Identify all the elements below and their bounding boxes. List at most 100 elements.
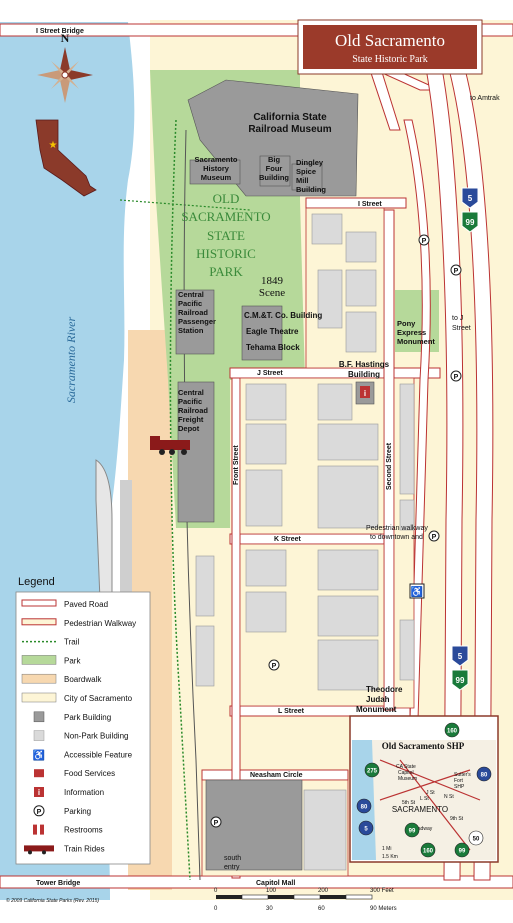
compass-label: N <box>61 31 70 45</box>
inset-shield-icon: 80 <box>476 766 492 782</box>
svg-text:i: i <box>364 389 366 398</box>
legend-label-pedestrian-walkway: Pedestrian Walkway <box>64 619 136 628</box>
inset-label: N St <box>444 794 454 800</box>
svg-text:P: P <box>422 238 427 245</box>
legend-label-parking: Parking <box>64 807 91 816</box>
svg-text:♿: ♿ <box>33 748 45 761</box>
inset-city-label: SACRAMENTO <box>392 805 448 814</box>
inset-label: Capitol <box>398 770 414 776</box>
inset-label: 1 Mi <box>382 846 391 852</box>
park-name-line-1: OLD <box>213 191 240 206</box>
big-four-label-1: Big <box>268 155 281 164</box>
inset-label: 1.5 Km <box>382 854 398 860</box>
park-name-line-4: HISTORIC <box>196 246 256 261</box>
train-icon <box>150 436 190 455</box>
non-park-building-icon <box>33 730 45 741</box>
park-name-line-2: SACRAMENTO <box>181 209 270 224</box>
svg-text:50: 50 <box>473 837 480 843</box>
i-street-bridge-label: I Street Bridge <box>36 28 84 35</box>
ped-walkway-label-1: Pedestrian walkway <box>366 525 428 532</box>
train-icon <box>24 845 54 855</box>
judah-label-3: Monument <box>356 705 397 714</box>
tehama-label: Tehama Block <box>246 343 300 352</box>
scene-year: 1849 <box>261 275 284 287</box>
big-four-label-3: Building <box>259 173 289 182</box>
freight-depot-label-1: Central <box>178 388 204 397</box>
accessible-icon <box>409 583 425 599</box>
scale-feet-label: 300 Feet <box>370 888 394 894</box>
star-icon: ★ <box>49 140 58 151</box>
tower-bridge-label: Tower Bridge <box>36 880 80 887</box>
pony-express-label-2: Express <box>397 328 426 337</box>
river-label: Sacramento River <box>64 317 78 404</box>
scale-meters-label: 0 <box>214 906 218 912</box>
svg-text:i: i <box>38 788 40 797</box>
route-99-south-shield-icon <box>451 669 469 691</box>
legend-label-accessible: Accessible Feature <box>64 750 133 759</box>
cmt-label: C.M.&T. Co. Building <box>244 311 322 320</box>
highway-shields: 5 99 5 99 <box>451 187 479 691</box>
freight-depot-label-4: Freight <box>178 415 204 424</box>
freight-depot-label-3: Railroad <box>178 406 208 415</box>
passenger-station-label-2: Pacific <box>178 299 202 308</box>
inset-label: Broadway <box>410 826 433 832</box>
south-entry-label-2: entry <box>224 864 240 871</box>
judah-label-2: Judah <box>366 695 390 704</box>
second-street-label: Second Street <box>386 442 393 490</box>
inset-label: 5th St <box>402 800 416 806</box>
park-name-line-3: STATE <box>207 228 245 243</box>
j-street-label: J Street <box>257 370 283 377</box>
city-icon <box>21 692 57 703</box>
svg-text:P: P <box>454 374 459 381</box>
legend-label-trail: Trail <box>64 638 79 647</box>
inset-shield-icon: 50 <box>468 830 484 846</box>
i-street-label: I Street <box>358 201 382 208</box>
svg-text:P: P <box>432 534 437 541</box>
california-icon <box>35 119 97 197</box>
route-99-label: 99 <box>466 218 475 227</box>
information-icon: i <box>34 787 44 797</box>
inset-shield-icon: 160 <box>444 722 460 738</box>
inset-shield-icon: 160 <box>420 842 436 858</box>
k-street-label: K Street <box>274 536 302 543</box>
to-j-street-label-2: Street <box>452 325 471 332</box>
title-main: Old Sacramento <box>335 31 445 50</box>
legend-title: Legend <box>18 576 55 588</box>
svg-text:160: 160 <box>447 729 458 735</box>
inset-shield-icon: 99 <box>404 822 420 838</box>
railroad-museum-label-2: Railroad Museum <box>248 124 331 135</box>
inset-label: Fort <box>454 778 464 784</box>
pier <box>120 480 132 600</box>
legend-label-paved-road: Paved Road <box>64 600 108 609</box>
trail <box>169 119 191 881</box>
restrooms-icon <box>33 824 44 835</box>
route-99-south-label: 99 <box>456 676 465 685</box>
hastings-label-2: Building <box>348 370 380 379</box>
passenger-station-label-4: Passenger <box>178 317 216 326</box>
svg-text:160: 160 <box>423 849 434 855</box>
scale-feet-label: 0 <box>214 888 218 894</box>
credit-text: © 2009 California State Parks (Rev. 2015… <box>6 897 99 904</box>
to-amtrak-label: to Amtrak <box>470 95 500 102</box>
park-icon <box>21 655 57 665</box>
freight-depot-label-2: Pacific <box>178 397 202 406</box>
inset-shield-icon: 99 <box>454 842 470 858</box>
scale-meters-label: 90 Meters <box>370 906 397 912</box>
title-sub: State Historic Park <box>352 54 428 65</box>
scale-feet-label: 100 <box>266 888 277 894</box>
svg-text:P: P <box>37 809 42 816</box>
park-name-line-5: PARK <box>209 264 243 279</box>
pony-express-label-3: Monument <box>397 337 435 346</box>
svg-text:P: P <box>214 820 219 827</box>
svg-text:99: 99 <box>409 829 416 835</box>
interstate-5-south-label: 5 <box>458 652 463 661</box>
dingley-label-4: Building <box>296 185 326 194</box>
legend-label-information: Information <box>64 788 104 797</box>
paved-road-icon <box>21 599 57 607</box>
scale-meters-label: 60 <box>318 906 325 912</box>
parking-icon: P <box>33 805 45 817</box>
inset-shield-icon: 5 <box>358 820 374 836</box>
